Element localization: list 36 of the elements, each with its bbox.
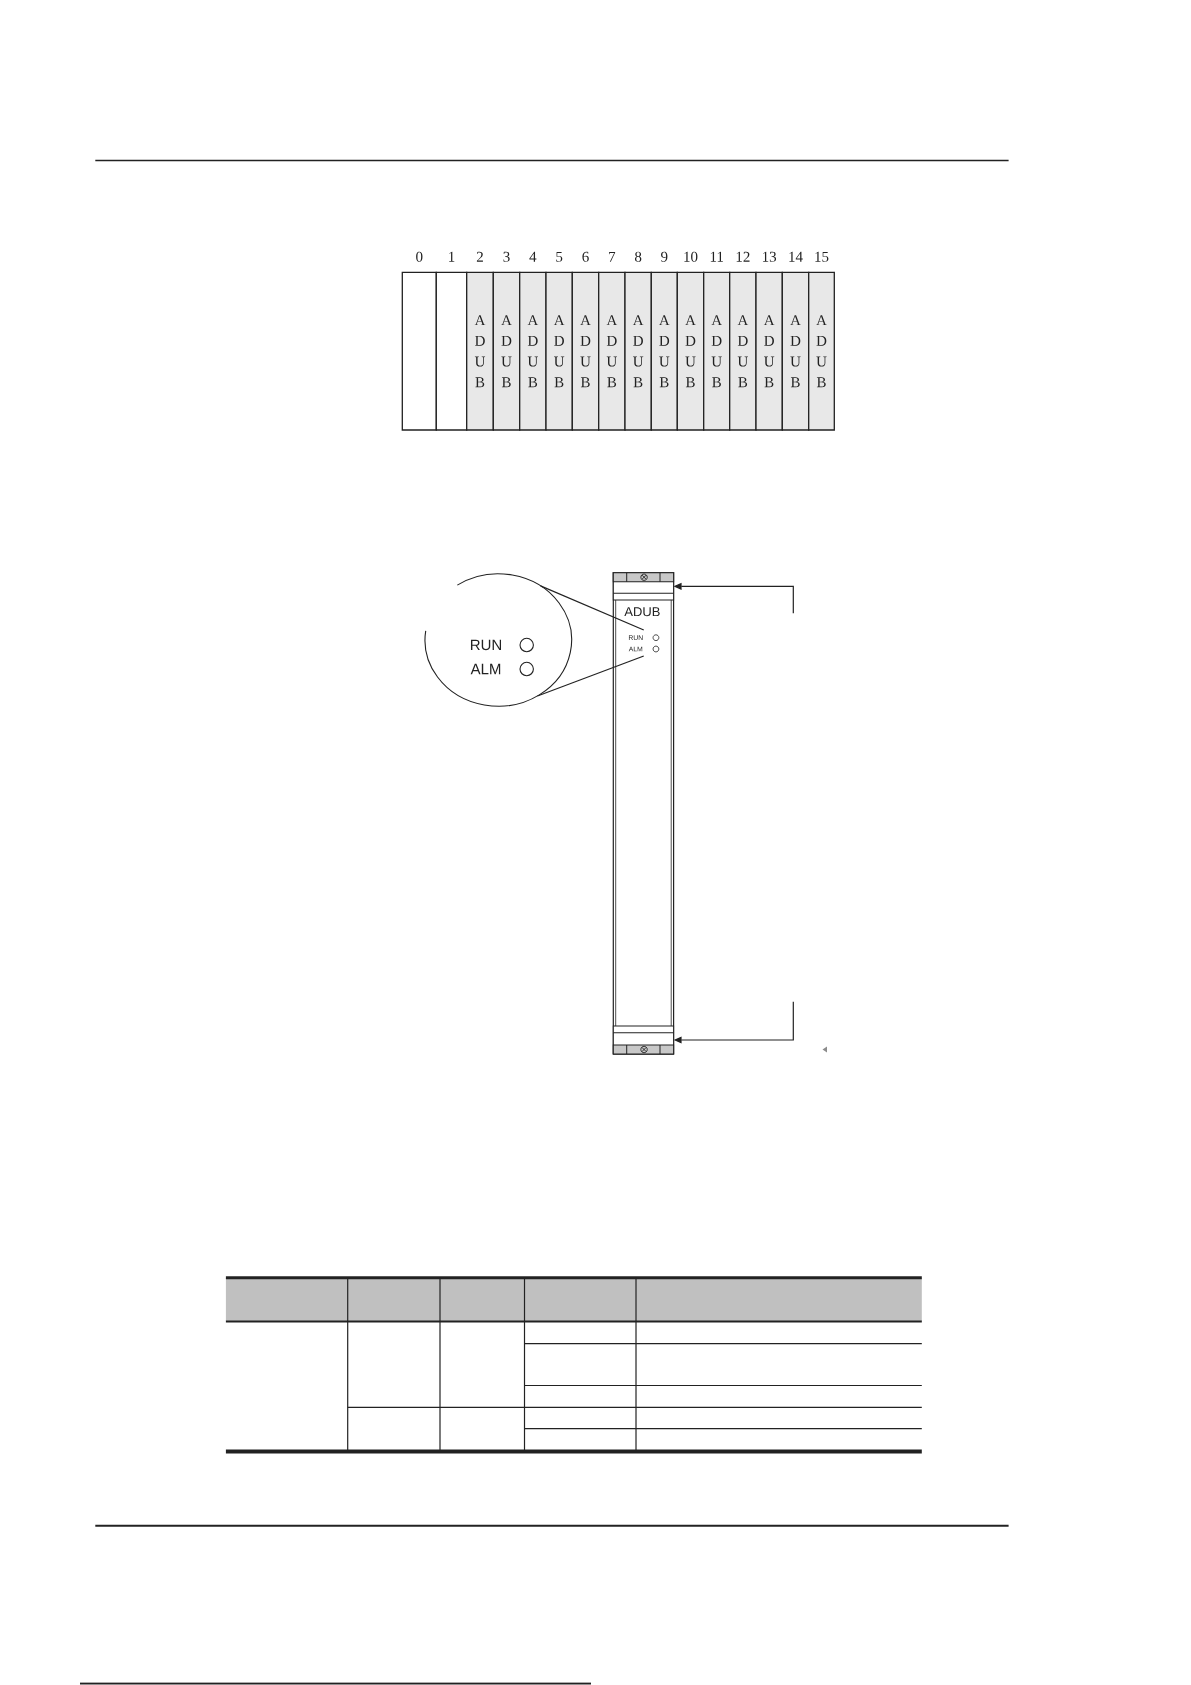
zoom-line: [536, 655, 645, 697]
slot-number: 15: [815, 251, 829, 262]
module-slot: A D U B: [781, 271, 810, 431]
module-slot: A D U B: [808, 271, 835, 431]
slot-number: 13: [762, 251, 777, 262]
indicator-label: RUN: [471, 639, 501, 651]
module-slot: A D U B: [755, 271, 783, 431]
module-slot: A D U B: [571, 271, 600, 431]
slot-number: 0: [416, 251, 423, 262]
module-slot: A D U B: [676, 271, 705, 431]
slot-number: 8: [634, 251, 642, 262]
indicator-label: ALM: [470, 663, 501, 675]
module-slot: [435, 271, 468, 431]
slot-number: 12: [736, 251, 750, 262]
slot-number: 1: [449, 251, 455, 262]
slot-number: 9: [661, 251, 668, 262]
module-slot: A D U B: [492, 271, 521, 431]
slot-number: 5: [556, 251, 563, 262]
module-slot: A D U B: [466, 271, 494, 431]
slot-number: 3: [503, 251, 510, 262]
slot-number: 6: [582, 251, 589, 262]
slot-number: 4: [529, 251, 537, 262]
slot-number: 10: [684, 251, 698, 262]
module-slot: A D U B: [650, 271, 678, 431]
slot-number: 7: [609, 251, 616, 262]
module-slot: [401, 271, 437, 431]
zoom-line: [539, 585, 645, 631]
module-slot: A D U B: [703, 271, 731, 431]
slot-number: 11: [710, 251, 723, 262]
module-slot: A D U B: [624, 271, 652, 431]
slot-number: 14: [789, 251, 803, 262]
slot-number: 2: [476, 251, 483, 262]
module-slot: A D U B: [598, 271, 626, 431]
module-slot: A D U B: [545, 271, 573, 431]
module-slot: A D U B: [729, 271, 757, 431]
module-slot: A D U B: [519, 271, 547, 431]
